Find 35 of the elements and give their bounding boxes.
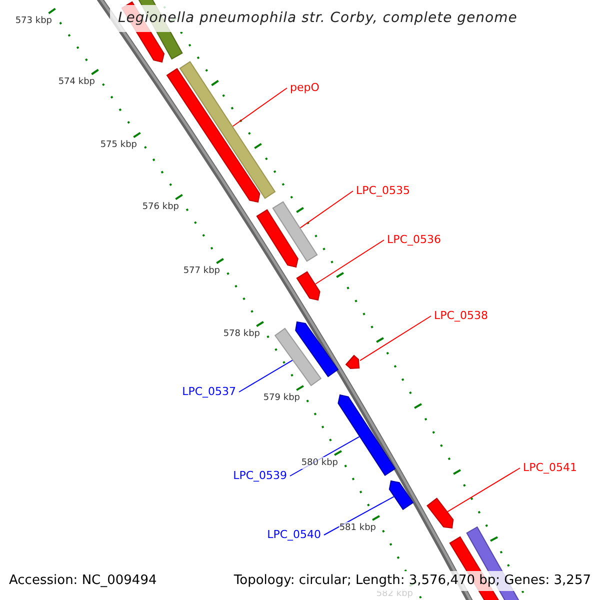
position-label: 574 kbp (58, 76, 95, 88)
gene-feature-block (166, 68, 260, 203)
gene-feature-block (388, 480, 414, 510)
leader-line (447, 468, 520, 512)
gene-feature-block (426, 498, 454, 529)
leader-line (238, 360, 293, 392)
leader-line (324, 496, 394, 536)
position-label: 578 kbp (223, 328, 260, 340)
gene-label: LPC_0541 (523, 460, 577, 476)
gene-label: LPC_0539 (233, 468, 287, 484)
gene-label: LPC_0538 (434, 308, 488, 324)
gene-label: LPC_0535 (356, 183, 410, 199)
leader-line (314, 240, 384, 284)
gene-label: LPC_0540 (267, 527, 321, 543)
gene-feature-block (295, 321, 339, 378)
position-label: 573 kbp (15, 15, 52, 27)
gene-label: pepO (290, 80, 320, 96)
gene-feature-block (272, 201, 318, 262)
gene-feature-block (179, 61, 276, 199)
gene-feature-block (338, 394, 396, 476)
position-label: 577 kbp (183, 265, 220, 277)
gene-feature-block (256, 209, 298, 268)
position-label: 579 kbp (263, 392, 300, 404)
position-label: 576 kbp (142, 201, 179, 213)
gene-label: LPC_0537 (182, 384, 236, 400)
position-label: 575 kbp (100, 139, 137, 151)
gene-feature-block (274, 328, 322, 386)
position-label: 580 kbp (301, 457, 338, 469)
leader-line (300, 190, 354, 228)
gene-feature-block (296, 271, 320, 301)
gene-label: LPC_0536 (387, 232, 441, 248)
gene-feature-block (345, 354, 360, 370)
leader-line (232, 88, 288, 127)
position-label: 581 kbp (339, 522, 376, 534)
leader-line (360, 316, 432, 362)
